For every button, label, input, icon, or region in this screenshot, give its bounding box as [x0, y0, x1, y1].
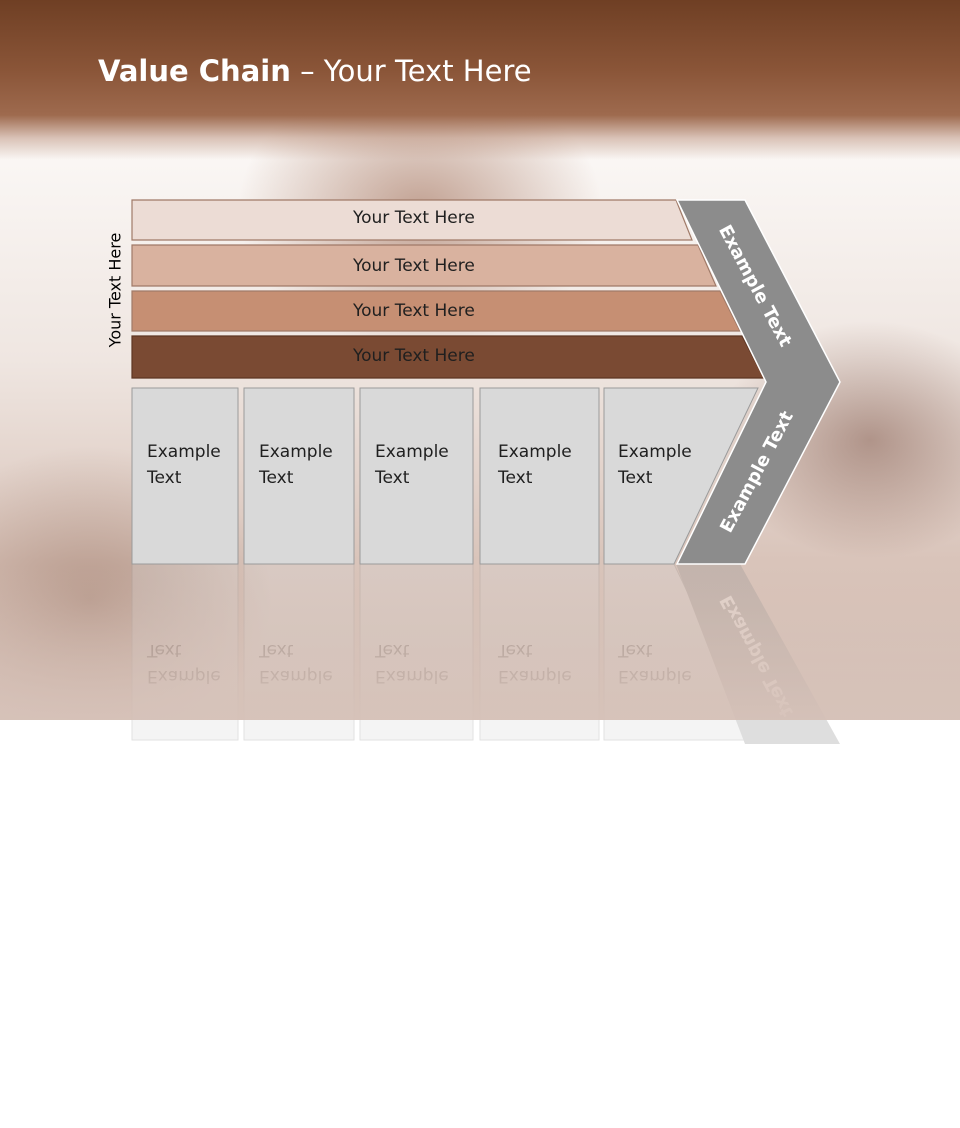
title-rest: – Your Text Here: [290, 54, 532, 88]
value-chain-diagram: [131, 199, 841, 565]
title-band: [0, 0, 960, 160]
cell-1-line1: Example: [147, 442, 221, 462]
cell-1: [131, 387, 239, 565]
title-bold: Value Chain: [98, 54, 291, 88]
cell-4-line2: Text: [498, 468, 533, 488]
bar-2-label: Your Text Here: [353, 256, 475, 276]
cell-4-line1: Example: [498, 442, 572, 462]
cell-2-line2: Text: [259, 468, 294, 488]
cell-5-line2: Text: [618, 468, 653, 488]
bar-3-label: Your Text Here: [353, 301, 475, 321]
reflection-fade: [0, 566, 960, 720]
bar-4-label: Your Text Here: [353, 346, 475, 366]
cell-5: [603, 387, 759, 565]
bar-1: [131, 199, 693, 241]
cell-3-line1: Example: [375, 442, 449, 462]
chevron-arrow: [675, 199, 841, 565]
bar-3: [131, 290, 741, 332]
bar-1-label: Your Text Here: [353, 208, 475, 228]
cell-2: [243, 387, 355, 565]
cell-3: [359, 387, 474, 565]
cell-1-line2: Text: [147, 468, 182, 488]
cell-5-line1: Example: [618, 442, 692, 462]
bar-2: [131, 244, 717, 287]
slide-title: Value Chain – Your Text Here: [98, 54, 532, 88]
cell-4: [479, 387, 600, 565]
cell-2-line1: Example: [259, 442, 333, 462]
cell-3-line2: Text: [375, 468, 410, 488]
